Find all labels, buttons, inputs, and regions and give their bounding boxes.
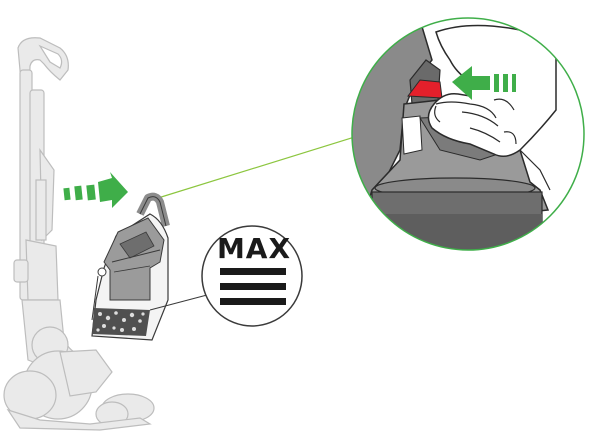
motion-arrow-icon	[63, 172, 128, 208]
max-line-2	[220, 283, 286, 290]
release-button-detail	[330, 18, 584, 254]
max-line-3	[220, 298, 286, 305]
max-fill-indicator: MAX	[202, 226, 302, 326]
max-line-1	[220, 268, 286, 275]
max-label: MAX	[217, 232, 291, 265]
